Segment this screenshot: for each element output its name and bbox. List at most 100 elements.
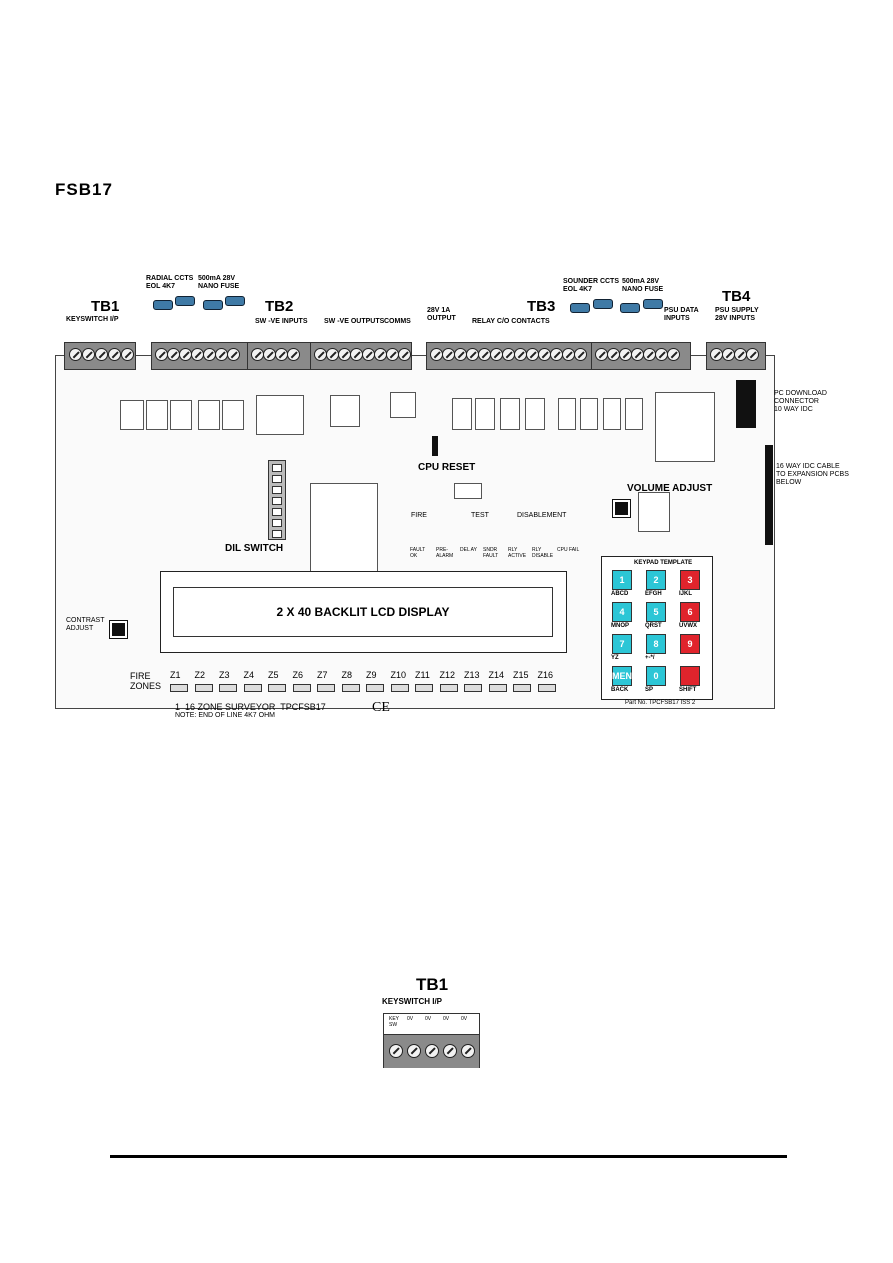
zone-led	[317, 684, 335, 692]
keypad-key: 8	[646, 634, 666, 654]
relay-contacts-label: RELAY C/O CONTACTS	[472, 318, 550, 325]
terminal-block-tb1	[64, 342, 136, 370]
keypad-key: 5	[646, 602, 666, 622]
crystal-y2	[454, 483, 482, 499]
component-f4	[170, 400, 192, 430]
keypad-key: 1	[612, 570, 632, 590]
zone-led	[390, 684, 409, 692]
sw-ve-outputs-label: SW -VE OUTPUTS	[324, 318, 385, 325]
idc-cable-label: 16 WAY IDC CABLE TO EXPANSION PCBS BELOW	[776, 463, 849, 486]
psu-data-label: PSU DATA INPUTS	[664, 307, 699, 322]
zone-led	[243, 684, 262, 692]
zone-led	[292, 684, 311, 692]
disablement-row-label: DISABLEMENT	[517, 512, 567, 519]
dil-switch-label: DIL SWITCH	[225, 543, 284, 554]
volume-potentiometer	[612, 499, 631, 518]
component-k4	[256, 395, 304, 435]
detail-pin-label: 0V	[425, 1016, 432, 1022]
footer-rule	[110, 1155, 787, 1158]
keypad-key-sublabel: EFGH	[645, 591, 662, 597]
zone-label: Z7	[317, 670, 328, 680]
fuse-7	[620, 303, 640, 313]
cpu-reset-button	[432, 436, 438, 456]
component-k15	[625, 398, 643, 430]
sw-ve-inputs-label: SW -VE INPUTS	[255, 318, 308, 325]
component-k3	[198, 400, 220, 430]
page-title: FSB17	[55, 180, 113, 199]
idc-cable-connector	[765, 445, 773, 545]
led-label-4: SNDR FAULT	[483, 547, 499, 559]
zone-label: Z4	[243, 670, 255, 680]
detail-pin-label: KEY SW	[389, 1016, 400, 1028]
comms-label: COMMS	[384, 318, 411, 325]
output-28v-label: 28V 1A OUTPUT	[427, 307, 456, 322]
tb4-label: TB4	[722, 288, 751, 305]
ce-mark: CE	[372, 700, 390, 715]
keypad-key: 4	[612, 602, 632, 622]
contrast-potentiometer	[109, 620, 128, 639]
transformer-t1	[655, 392, 715, 462]
keypad-title: KEYPAD TEMPLATE	[634, 560, 693, 566]
terminal-block-tb2-inputs	[247, 342, 311, 370]
component-c2	[390, 392, 416, 418]
zone-led	[439, 684, 458, 692]
zone-led	[537, 684, 556, 692]
microcontroller-u1	[310, 483, 378, 573]
keypad-key-sublabel: SP	[645, 687, 654, 693]
led-label-3: DEL AY	[460, 547, 477, 553]
relay-k12	[558, 398, 576, 430]
contrast-label: CONTRAST ADJUST	[66, 617, 105, 632]
fuse-3	[203, 300, 223, 310]
keypad-key	[680, 666, 700, 686]
part-number: Part No. TPCFSB17 ISS 2	[625, 700, 696, 706]
keyswitch-label: KEYSWITCH I/P	[66, 316, 119, 323]
relay-k1	[120, 400, 144, 430]
pc-download-label: PC DOWNLOAD CONNECTOR 10 WAY IDC	[774, 390, 827, 413]
terminal-block-tb4	[706, 342, 766, 370]
fuse-6	[593, 299, 613, 309]
keypad-key: 7	[612, 634, 632, 654]
keypad-key-sublabel: IJKL	[679, 591, 693, 597]
zone-label: Z13	[464, 670, 480, 680]
keypad-key-sublabel: MNOP	[611, 623, 629, 629]
keypad-key-sublabel: ABCD	[611, 591, 629, 597]
zone-led	[219, 684, 237, 692]
relay-k13	[580, 398, 598, 430]
relay-k9	[500, 398, 520, 430]
terminal-block-sounder	[591, 342, 691, 370]
keypad-key-sublabel: UVWX	[679, 623, 697, 629]
zone-label: Z12	[439, 670, 456, 680]
keypad-key: MEN	[612, 666, 632, 686]
keypad-key: 0	[646, 666, 666, 686]
keypad-key-sublabel: +-*/	[645, 655, 655, 661]
led-label-6: RLY DISABLE	[532, 547, 554, 559]
fuse-5	[570, 303, 590, 313]
led-label-1: FAULT OK	[410, 547, 426, 559]
relay-k6	[475, 398, 495, 430]
keypad-key-sublabel: QRST	[645, 623, 662, 629]
psu-supply-label: PSU SUPPLY 28V INPUTS	[715, 307, 759, 322]
fuse-4	[225, 296, 245, 306]
fire-zones-label: FIRE ZONES	[130, 671, 162, 691]
keypad-key-sublabel: BACK	[611, 687, 629, 693]
zone-label: Z2	[194, 670, 206, 680]
fuse-2	[175, 296, 195, 306]
keypad-key-sublabel: YZ	[611, 655, 619, 661]
zone-led	[513, 684, 531, 692]
component-q22	[330, 395, 360, 427]
component-bz1	[638, 492, 670, 532]
led-label-2: PRE- ALARM	[436, 547, 454, 559]
relay-k11	[525, 398, 545, 430]
keypad-key: 3	[680, 570, 700, 590]
terminal-block-tb3	[426, 342, 592, 370]
pc-download-connector	[736, 380, 756, 428]
volume-adjust-label: VOLUME ADJUST	[627, 483, 713, 494]
fuse-1	[153, 300, 173, 310]
zone-label: Z16	[537, 670, 554, 680]
detail-subtitle: KEYSWITCH I/P	[382, 997, 443, 1006]
nano-fuse-label-right: 500mA 28V NANO FUSE	[622, 278, 664, 293]
led-label-5: RLY ACTIVE	[508, 547, 527, 559]
test-row-label: TEST	[471, 512, 489, 519]
